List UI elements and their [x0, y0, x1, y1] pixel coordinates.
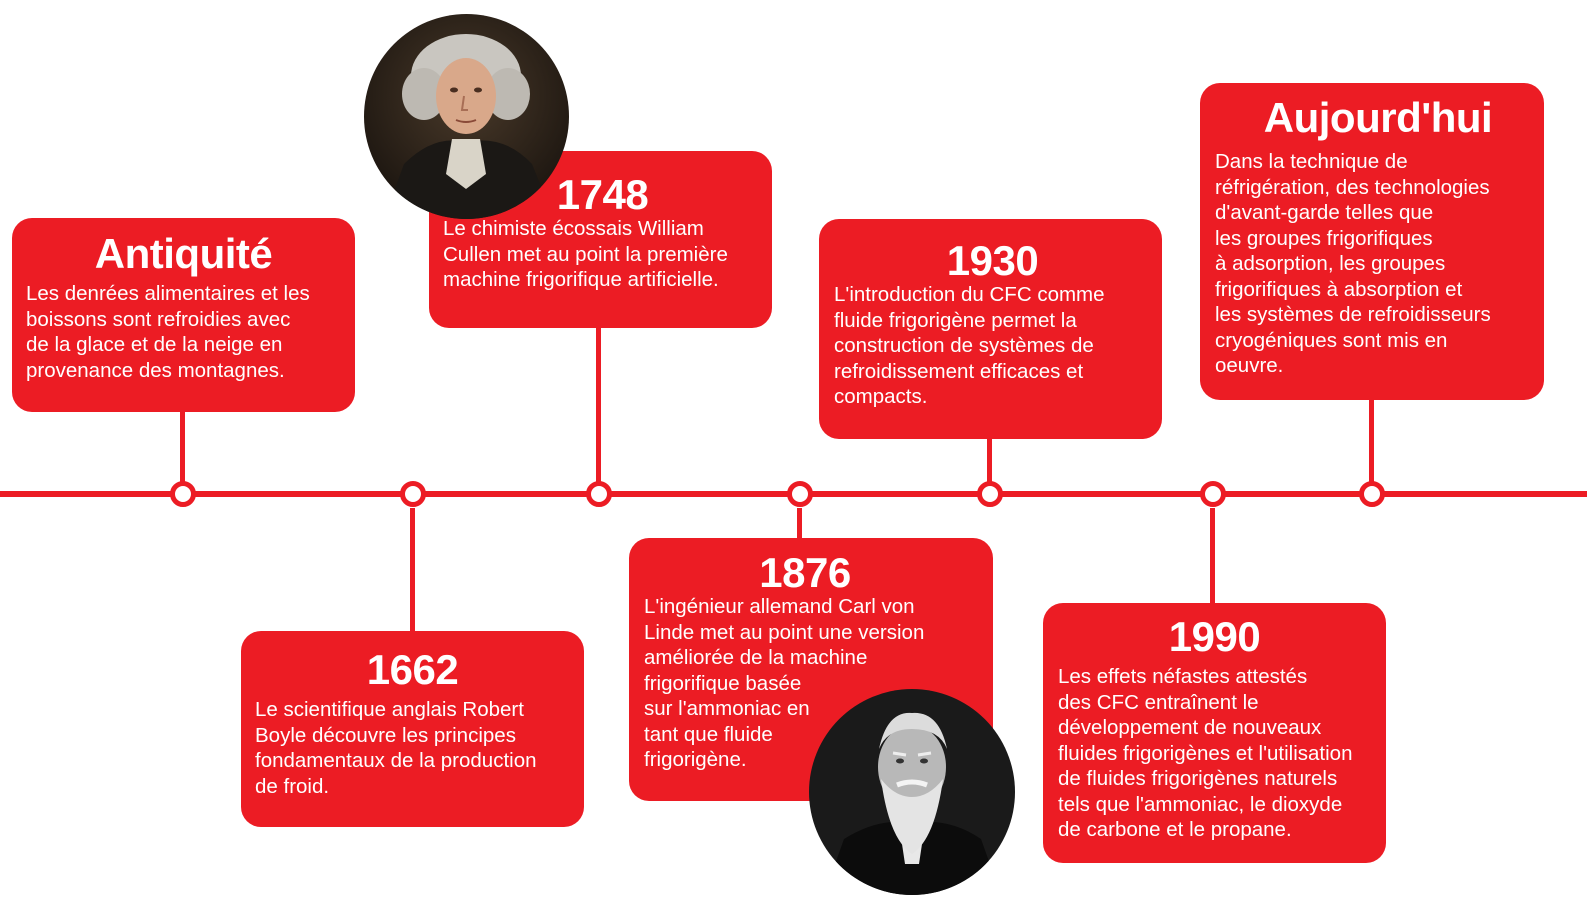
- event-description: Dans la technique de réfrigération, des …: [1200, 149, 1544, 379]
- event-description-line: frigorifique basée: [644, 671, 802, 695]
- event-description-line: fluide frigorigène permet la: [834, 308, 1077, 332]
- event-description-line: L'ingénieur allemand Carl von: [644, 595, 915, 618]
- event-description-line: Dans la technique de: [1215, 150, 1408, 173]
- timeline-node-1876: [787, 481, 813, 507]
- event-card-aujourdhui: Aujourd'hui Dans la technique de réfrigé…: [1200, 83, 1544, 400]
- event-description-line: compacts.: [834, 385, 928, 408]
- event-card-1876: 1876 L'ingénieur allemand Carl von Linde…: [629, 538, 993, 801]
- event-description-line: refroidissement efficaces et: [834, 359, 1084, 383]
- event-description-line: fondamentaux de la production: [255, 749, 537, 772]
- event-description-line: Le chimiste écossais William: [443, 217, 704, 240]
- event-description-line: les groupes frigorifiques: [1215, 226, 1433, 250]
- event-description-line: de froid.: [255, 774, 330, 798]
- connector-aujourdhui: [1369, 396, 1374, 488]
- event-description: Le chimiste écossais William Cullen met …: [429, 216, 772, 293]
- event-description-line: de carbone et le propane.: [1058, 818, 1292, 841]
- event-description-line: fluides frigorigènes et l'utilisation: [1058, 741, 1353, 765]
- event-year: 1990: [1168, 613, 1261, 660]
- event-description: Les denrées alimentaires et les boissons…: [12, 281, 355, 383]
- event-description-line: Les effets néfastes attestés: [1058, 665, 1308, 688]
- event-description-line: de fluides frigorigènes naturels: [1058, 767, 1338, 790]
- connector-1876: [797, 508, 802, 540]
- event-description: Les effets néfastes attestés des CFC ent…: [1043, 664, 1386, 843]
- event-card-1990: 1990 Les effets néfastes attestés des CF…: [1043, 603, 1386, 863]
- timeline-node-1990: [1200, 481, 1226, 507]
- event-year: 1662: [366, 646, 459, 693]
- event-year: 1876: [759, 549, 851, 596]
- event-year: Antiquité: [94, 230, 273, 277]
- event-year: 1748: [556, 171, 649, 218]
- event-description-line: provenance des montagnes.: [26, 358, 285, 382]
- event-description-line: machine frigorifique artificielle.: [443, 268, 719, 291]
- event-year: Aujourd'hui: [1263, 94, 1493, 141]
- event-description-line: L'introduction du CFC comme: [834, 283, 1105, 306]
- event-description-line: de la glace et de la neige en: [26, 333, 283, 356]
- portrait-carl-von-linde: [809, 689, 1015, 895]
- event-description-line: développement de nouveaux: [1058, 716, 1322, 739]
- event-year: 1930: [946, 237, 1039, 284]
- timeline-node-aujourdhui: [1359, 481, 1385, 507]
- event-description-line: sur l'ammoniac en: [644, 697, 810, 720]
- event-description-line: Les denrées alimentaires et les: [26, 282, 310, 305]
- connector-1930: [987, 436, 992, 488]
- event-description: Le scientifique anglais Robert Boyle déc…: [241, 697, 584, 799]
- event-description-line: Linde met au point une version: [644, 620, 925, 644]
- event-description-line: frigorigène.: [644, 748, 747, 771]
- event-description-line: construction de systèmes de: [834, 334, 1094, 357]
- event-description-line: Cullen met au point la première: [443, 242, 728, 266]
- connector-antiquite: [180, 408, 185, 488]
- event-description-line: cryogéniques sont mis en: [1215, 328, 1448, 352]
- event-card-1662: 1662 Le scientifique anglais Robert Boyl…: [241, 631, 584, 827]
- event-description-line: améliorée de la machine: [644, 646, 868, 669]
- event-description: L'introduction du CFC comme fluide frigo…: [819, 282, 1162, 410]
- connector-1748: [596, 325, 601, 488]
- event-description: L'ingénieur allemand Carl von Linde met …: [629, 594, 993, 773]
- timeline-node-1662: [400, 481, 426, 507]
- event-description-line: réfrigération, des technologies: [1215, 175, 1490, 199]
- event-card-antiquite: Antiquité Les denrées alimentaires et le…: [12, 218, 355, 412]
- event-description-line: Boyle découvre les principes: [255, 723, 516, 747]
- event-description-line: tant que fluide: [644, 722, 773, 746]
- event-description-line: boissons sont refroidies avec: [26, 307, 291, 331]
- timeline-node-1748: [586, 481, 612, 507]
- event-description-line: les systèmes de refroidisseurs: [1215, 303, 1491, 326]
- timeline-node-antiquite: [170, 481, 196, 507]
- event-description-line: Le scientifique anglais Robert: [255, 698, 524, 721]
- connector-1990: [1210, 508, 1215, 606]
- event-card-1930: 1930 L'introduction du CFC comme fluide …: [819, 219, 1162, 439]
- event-description-line: d'avant-garde telles que: [1215, 201, 1434, 224]
- event-description-line: à adsorption, les groupes: [1215, 252, 1446, 275]
- event-description-line: oeuvre.: [1215, 354, 1284, 377]
- event-description-line: tels que l'ammoniac, le dioxyde: [1058, 792, 1343, 816]
- connector-1662: [410, 508, 415, 634]
- timeline-node-1930: [977, 481, 1003, 507]
- event-description-line: des CFC entraînent le: [1058, 690, 1259, 714]
- event-description-line: frigorifiques à absorption et: [1215, 277, 1463, 301]
- portrait-william-cullen: [364, 14, 569, 219]
